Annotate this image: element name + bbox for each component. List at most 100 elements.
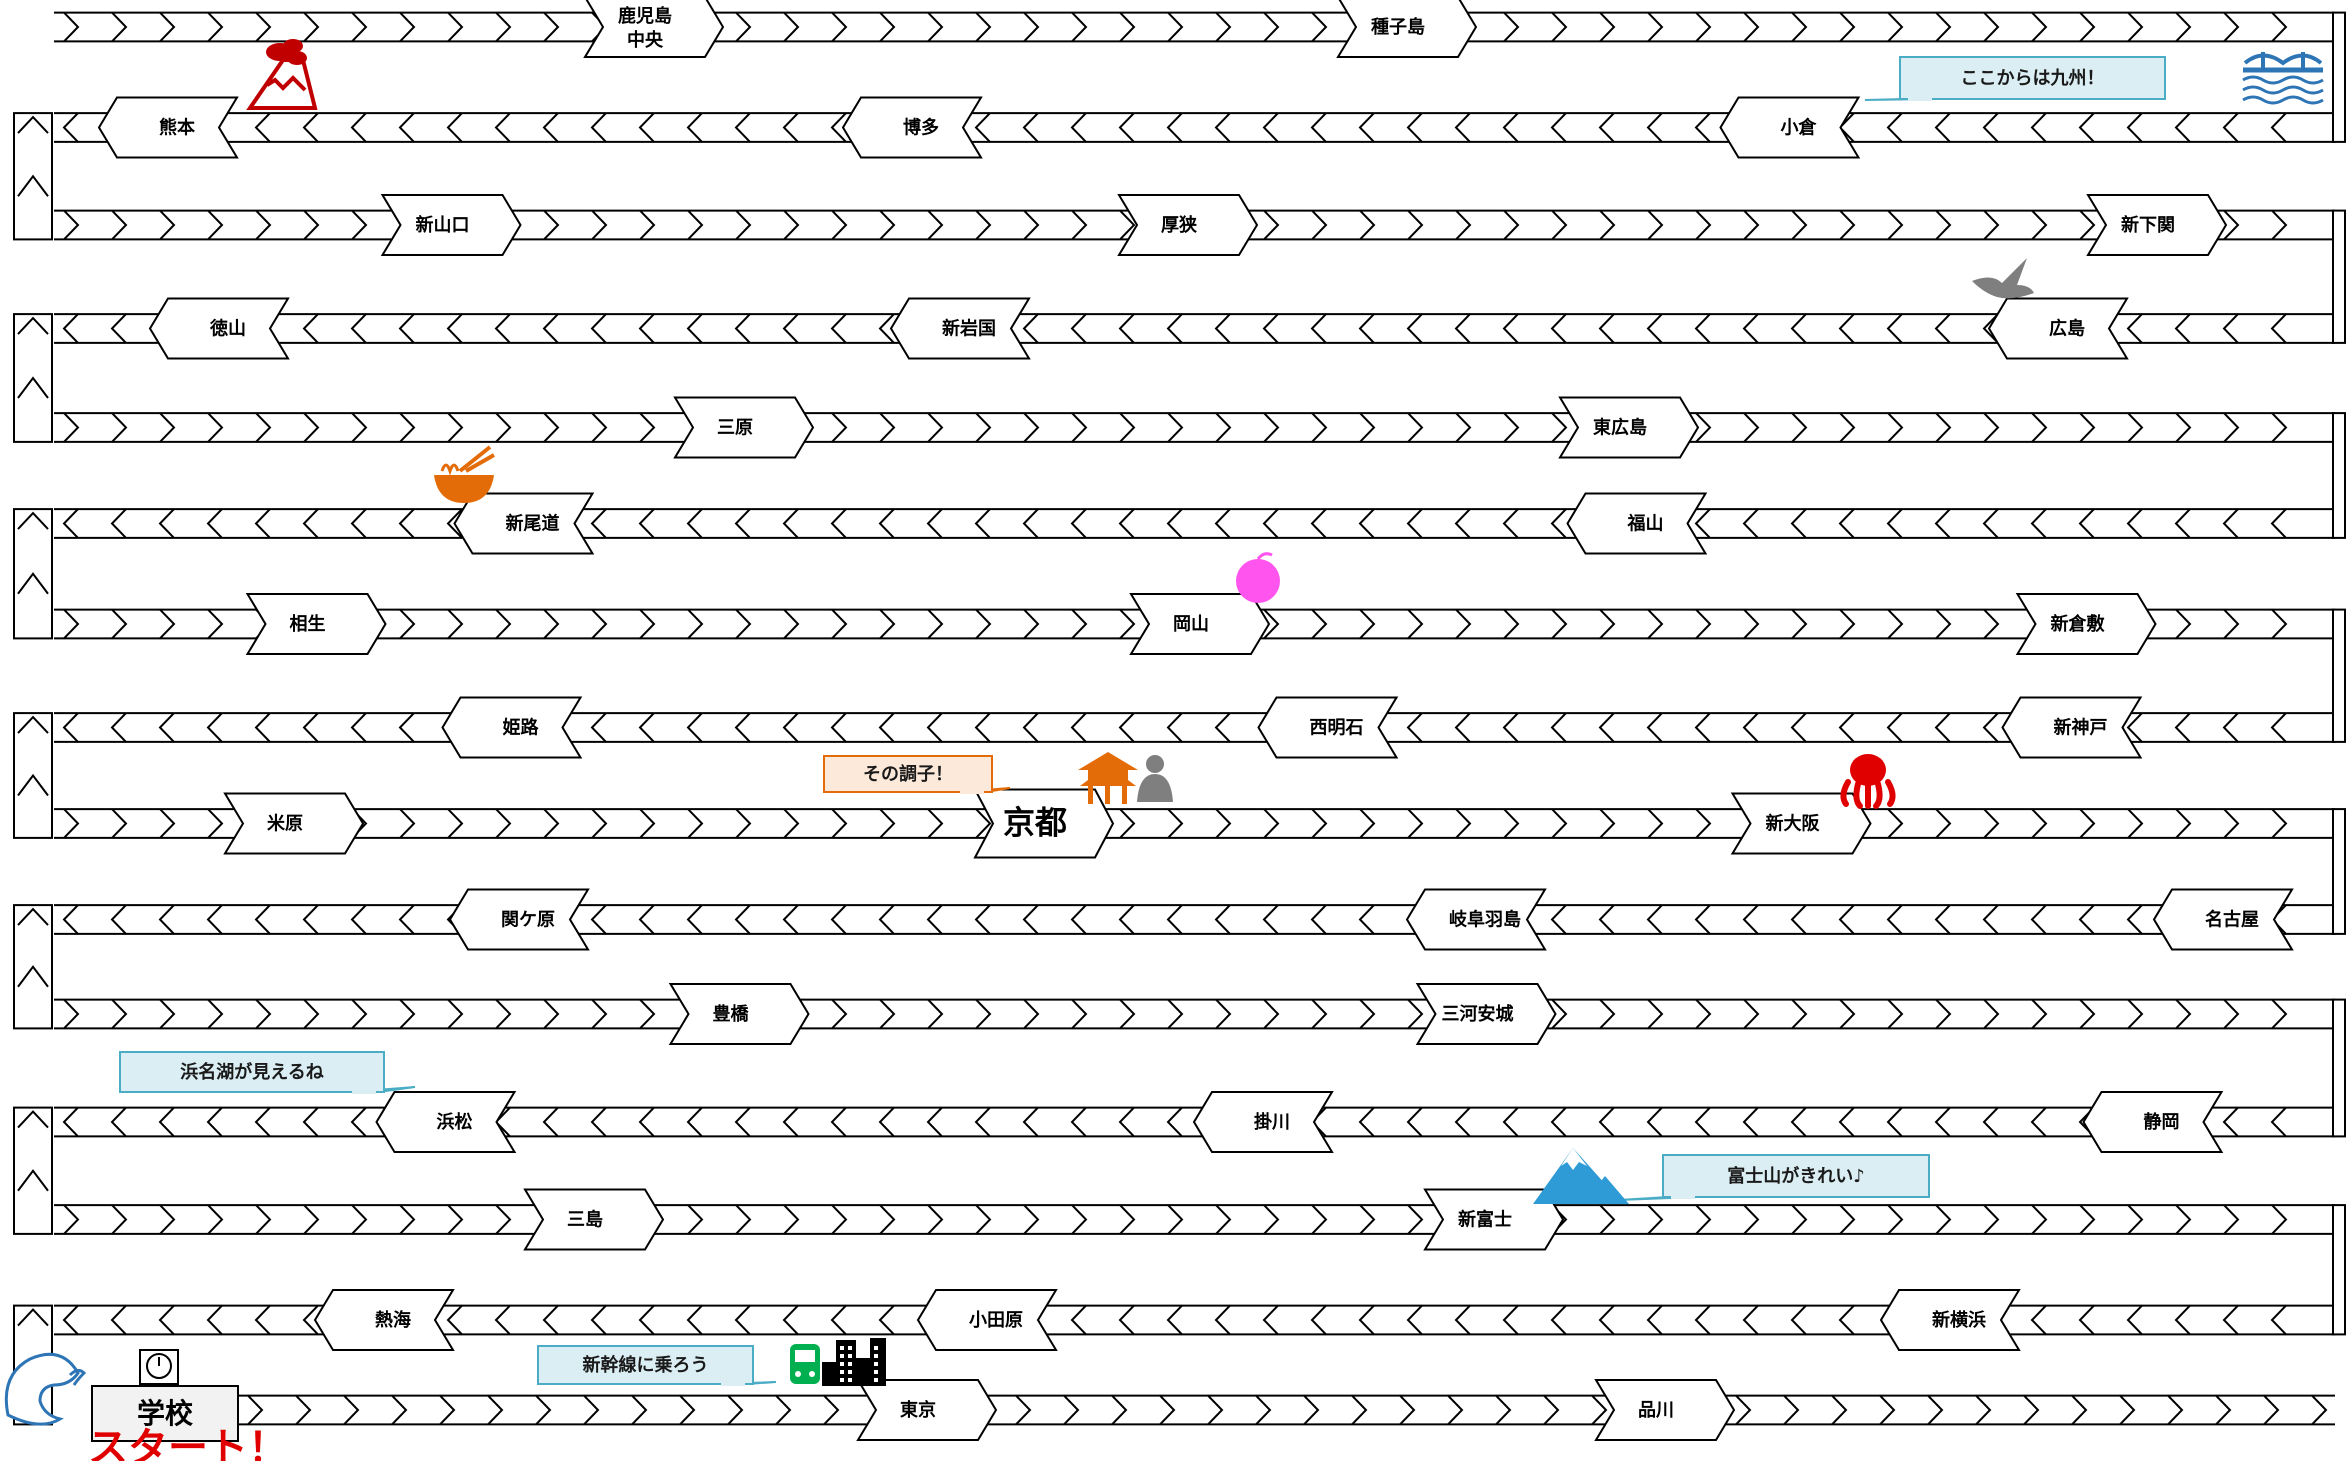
chevron-icon	[1646, 712, 1663, 743]
chevron-icon	[1454, 1106, 1471, 1138]
station-square[interactable]: 三島	[523, 1188, 665, 1251]
chevron-icon	[1022, 1106, 1039, 1138]
station-square[interactable]: 姫路	[441, 696, 583, 759]
track-row	[54, 508, 2335, 539]
start-label: スタート！	[88, 1425, 288, 1461]
chevron-icon	[1495, 1394, 1512, 1426]
chevron-icon	[974, 712, 991, 743]
station-square[interactable]: 広島	[1987, 297, 2129, 360]
station-square[interactable]: 名古屋	[2152, 888, 2294, 951]
chevron-icon	[542, 1304, 559, 1336]
station-square[interactable]: 東広島	[1558, 396, 1700, 459]
chevron-icon	[350, 112, 367, 143]
chevron-icon	[2031, 11, 2048, 43]
chevron-icon	[2174, 712, 2191, 743]
chevron-icon	[1311, 412, 1328, 443]
chevron-icon	[735, 808, 752, 839]
chevron-icon	[1791, 412, 1808, 443]
ramen-icon	[434, 445, 495, 503]
chevron-icon	[110, 904, 127, 935]
chevron-icon	[1503, 11, 1520, 43]
chevron-icon	[302, 313, 319, 344]
station-square[interactable]: 相生	[245, 593, 387, 655]
chevron-icon	[1791, 1204, 1808, 1235]
chevron-icon	[1407, 1204, 1424, 1235]
station-name: 新下関	[2121, 214, 2175, 236]
chevron-icon	[1263, 209, 1280, 241]
chevron-icon	[1550, 904, 1567, 935]
station-square[interactable]: 新倉敷	[2015, 593, 2157, 655]
station-square[interactable]: 岐阜羽島	[1405, 888, 1547, 951]
station-square[interactable]: 豊橋	[668, 983, 810, 1045]
bridge-icon	[2242, 52, 2324, 105]
station-square[interactable]: 新下関	[2086, 194, 2228, 256]
chevron-icon	[1118, 1106, 1135, 1138]
chevron-icon	[1167, 412, 1184, 443]
station-square[interactable]: 新山口	[380, 194, 522, 256]
station-square[interactable]: 岡山	[1129, 593, 1271, 655]
station-square[interactable]: 新大阪	[1730, 792, 1872, 855]
chevron-icon	[2271, 1204, 2288, 1235]
chevron-icon	[878, 712, 895, 743]
chevron-icon	[1839, 998, 1856, 1030]
chevron-icon	[686, 904, 703, 935]
school-goal[interactable]: 学校 スタート！	[88, 1349, 288, 1461]
station-square[interactable]: 新富士	[1423, 1188, 1565, 1251]
chevron-icon	[1646, 904, 1663, 935]
station-square[interactable]: 品川	[1594, 1379, 1736, 1441]
station-square[interactable]: 熊本	[97, 96, 239, 159]
chevron-icon	[207, 412, 224, 443]
station-square[interactable]: 新尾道	[453, 492, 595, 555]
station-square[interactable]: 厚狭	[1117, 194, 1259, 256]
station-name: 新横浜	[1932, 1309, 1986, 1331]
station-square[interactable]: 米原	[223, 792, 365, 855]
chevron-icon	[207, 1204, 224, 1235]
station-square[interactable]: 東京	[856, 1379, 998, 1441]
station-square[interactable]: 福山	[1566, 492, 1708, 555]
station-square[interactable]: 新岩国	[889, 297, 1031, 360]
station-square[interactable]: 西明石	[1257, 696, 1399, 759]
chevron-icon	[542, 112, 559, 143]
chevron-icon	[1263, 1204, 1280, 1235]
station-square[interactable]: 京都	[973, 788, 1115, 859]
station-square[interactable]: 熱海	[313, 1289, 455, 1351]
station-name: 博多	[903, 117, 939, 139]
station-square[interactable]: 静岡	[2082, 1091, 2224, 1153]
chevron-icon	[879, 1204, 896, 1235]
chevron-icon	[783, 1204, 800, 1235]
station-square[interactable]: 三原	[673, 396, 815, 459]
station-square[interactable]: 三河安城	[1415, 983, 1557, 1045]
station-square[interactable]: 徳山	[148, 297, 290, 360]
callout-text: 新幹線に乗ろう	[583, 1354, 709, 1376]
chevron-icon	[63, 11, 80, 43]
chevron-icon	[111, 11, 128, 43]
chevron-icon	[1454, 112, 1471, 143]
chevron-icon	[679, 1394, 696, 1426]
station-square[interactable]: 関ケ原	[448, 888, 590, 951]
chevron-icon	[2223, 808, 2240, 839]
station-square[interactable]: 種子島	[1336, 0, 1478, 58]
chevron-icon	[1695, 1204, 1712, 1235]
chevron-icon	[1358, 1304, 1375, 1336]
station-square[interactable]: 小田原	[916, 1289, 1058, 1351]
station-square[interactable]: 掛川	[1192, 1091, 1334, 1153]
chevron-icon	[1550, 1304, 1567, 1336]
chevron-icon	[1550, 1106, 1567, 1138]
chevron-icon	[1647, 608, 1664, 640]
station-name: 三原	[717, 418, 753, 439]
station-square[interactable]: 小倉	[1719, 96, 1861, 159]
chevron-icon	[1887, 998, 1904, 1030]
chevron-icon	[686, 112, 703, 143]
station-square[interactable]: 新神戸	[2001, 696, 2143, 759]
station-square[interactable]: 新横浜	[1879, 1289, 2021, 1351]
station-square[interactable]: 浜松	[375, 1091, 517, 1153]
chevron-icon	[1063, 1394, 1080, 1426]
chevron-icon	[1599, 808, 1616, 839]
chevron-icon	[255, 412, 272, 443]
chevron-icon	[591, 412, 608, 443]
station-square[interactable]: 博多	[841, 96, 983, 159]
chevron-icon	[254, 904, 271, 935]
chevron-icon	[1983, 1204, 2000, 1235]
chevron-icon	[1215, 998, 1232, 1030]
